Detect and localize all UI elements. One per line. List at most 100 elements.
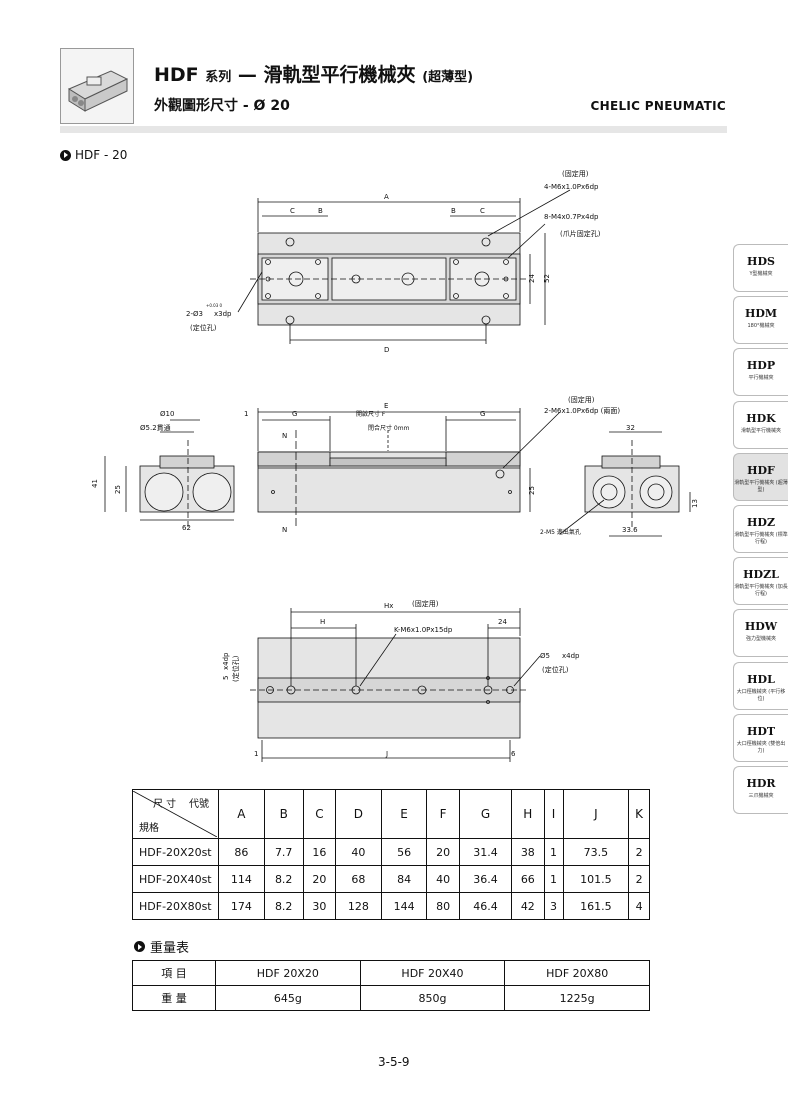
sidebar-tab-desc: 大口徑機械夾 (平行移位) [736,688,786,702]
dim-1-label: 1 [244,410,248,418]
value-cell: 80 [426,892,460,920]
top-jaw-note: (爪片固定孔) [560,229,601,238]
technical-drawing: A C B B C D 24 52 (固定用) 4-M6x1.0Px6dp 8-… [91,169,699,762]
sidebar-tab-code: HDM [744,307,778,321]
column-header: F [426,789,460,839]
weight-value-cell: 645g [215,985,361,1011]
dim-C-label-right: C [480,207,485,215]
top-view: A C B B C D 24 52 (固定用) 4-M6x1.0Px6dp 8-… [186,169,601,354]
top-fix-thread: 4-M6x1.0Px6dp [544,183,599,191]
value-cell: 174 [218,892,265,920]
product-photo [60,48,134,124]
product-name: 滑軌型平行機械夾 [263,64,416,86]
bottom-dim-24: 24 [498,618,507,626]
top-pin-tolerance: +0.03 0 [206,303,223,308]
model-cell: HDF-20X80st [132,892,219,920]
model-cell: HDF-20X20st [132,838,219,866]
series-suffix: 系列 [205,70,232,85]
sidebar-tab-hdf[interactable]: HDF 滑軌型平行機械夾 (超薄型) [733,452,788,501]
section-mark-N-top: N [282,432,287,440]
gripper-image [67,70,129,112]
value-cell: 161.5 [562,892,630,920]
height-41-label: 41 [91,479,99,488]
column-header: J [562,789,630,839]
closed-size-label: 閉合尺寸 0mm [368,424,410,432]
dim-Hx-label: Hx [384,602,393,610]
section-title: HDF - 20 [75,148,128,162]
value-cell: 4 [628,892,650,920]
value-cell: 84 [380,865,428,893]
right-side-view: 32 13 33.6 2-M5 進出氣孔 [540,424,699,537]
sidebar-tab-code: HDS [747,255,775,268]
dim-H-label: H [320,618,325,626]
value-cell: 2 [628,865,650,893]
width-32-label: 32 [626,424,635,432]
sidebar-tab-code: HDT [746,724,776,738]
top-pin-depth: x3dp [214,310,232,318]
width-33-6-label: 33.6 [622,526,638,534]
front-fix-note: (固定用) [568,395,595,404]
column-header: I [543,789,564,839]
value-cell: 101.5 [562,865,630,893]
model-cell: HDF-20X40st [132,865,219,893]
value-cell: 56 [380,838,428,866]
brand-name: CHELIC PNEUMATIC [590,99,726,113]
column-header: A [218,789,265,839]
sidebar-tab-code: HDF [747,463,775,477]
value-cell: 46.4 [458,892,513,920]
sidebar-tab-code: HDL [747,672,775,686]
sidebar-tab-desc: 滑軌型平行機械夾 (加長行程) [734,584,788,598]
value-cell: 1 [543,838,564,866]
top-pin-note: (定位孔) [190,323,217,332]
play-bullet-icon [134,941,145,952]
height-13-label: 13 [691,499,699,508]
top-pin-label: 2-Ø3 [186,310,203,318]
sidebar-tab-desc: 180°機械夾 [747,323,775,330]
header-divider [60,126,727,133]
dim-J-label: J [385,750,388,758]
sidebar-tab-desc: 平行機械夾 [748,375,774,382]
sidebar-tab-desc: 滑軌型平行機械夾 [740,427,781,434]
sidebar-tab-desc: 滑軌型平行機械夾 (超薄型) [734,479,788,493]
column-header: H [511,789,545,839]
corner-code-label: 代號 [189,799,209,810]
dim-G-label-right: G [480,410,485,418]
left-pin-note: (定位孔) [231,655,240,682]
value-cell: 42 [511,892,545,920]
width-62-label: 62 [182,524,191,532]
dia-5-2-label: Ø5.2貫通 [140,423,171,432]
table-corner-cell: 尺 寸 代號 規格 [132,789,219,839]
series-code: HDF [154,64,199,86]
weight-row-label: 重 量 [132,985,216,1011]
dim-24-label: 24 [528,274,536,283]
value-cell: 2 [628,838,650,866]
weight-value-cell: 850g [359,985,506,1011]
sidebar-tab-hdm[interactable]: HDM 180°機械夾 [733,296,788,345]
column-header: E [380,789,428,839]
weight-header-label: 項 目 [132,960,216,986]
top-fix-note: (固定用) [562,169,589,178]
bottom-dim-6: 6 [511,750,516,758]
value-cell: 128 [335,892,382,920]
sidebar-tab-hdl[interactable]: HDL 大口徑機械夾 (平行移位) [733,661,788,710]
left-pin-depth: x4dp [222,652,230,670]
value-cell: 144 [380,892,428,920]
weight-model-header: HDF 20X20 [215,960,361,986]
page-title: HDF 系列 — 滑軌型平行機械夾 (超薄型) [154,60,473,87]
top-jaw-thread: 8-M4x0.7Px4dp [544,213,599,221]
value-cell: 114 [218,865,265,893]
section-mark-N-bottom: N [282,526,287,534]
